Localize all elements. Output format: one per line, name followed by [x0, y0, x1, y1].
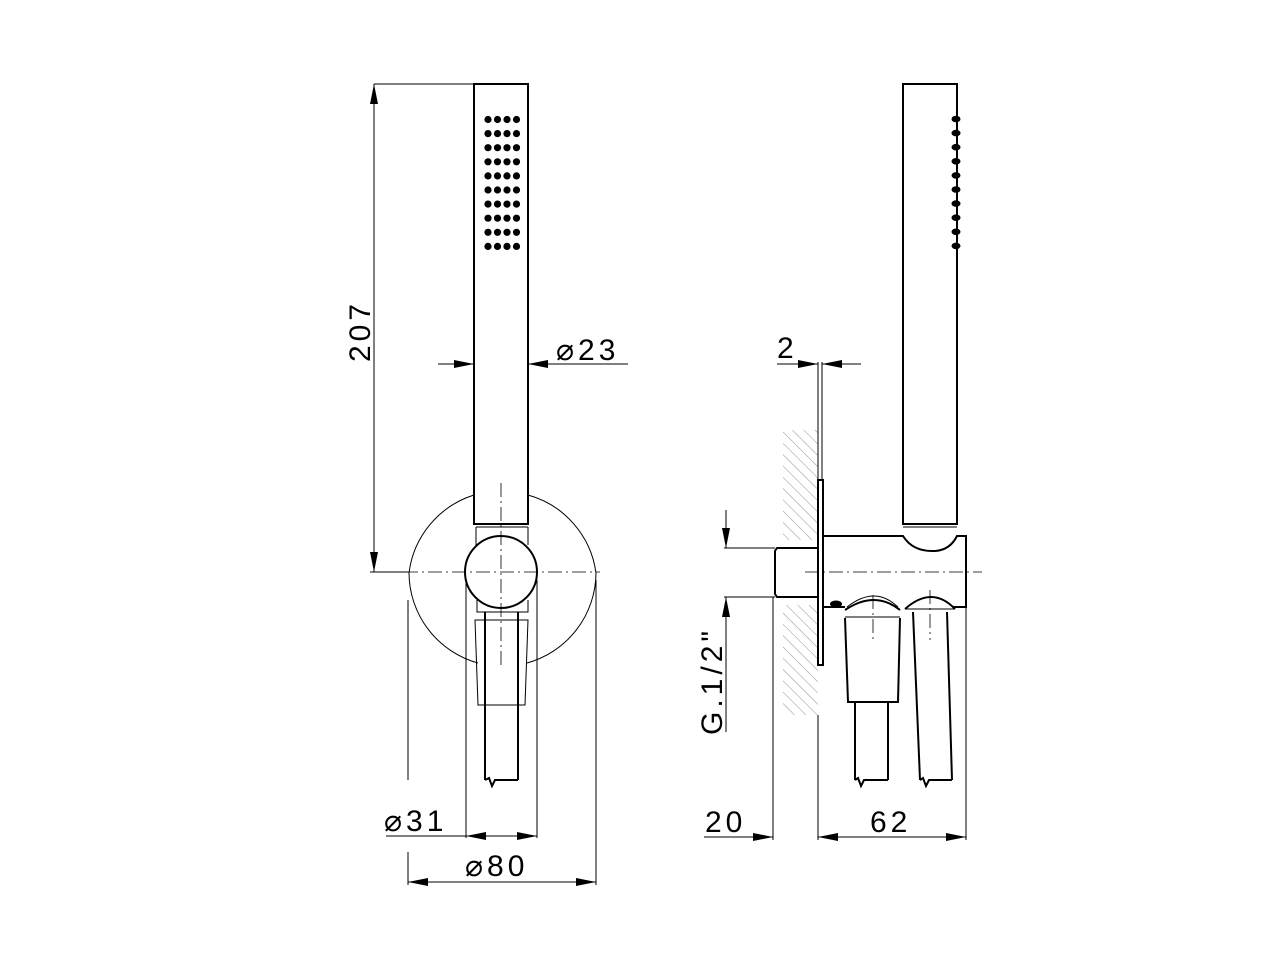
handset-body: [473, 83, 529, 525]
nozzle-icon: [493, 130, 502, 138]
nozzle-grid: [484, 115, 521, 250]
nozzle-icon: [493, 200, 502, 208]
dimension-label-20: 20: [705, 806, 746, 839]
nozzle-icon: [503, 158, 511, 166]
nozzle-icon: [493, 242, 502, 250]
front-view: 207 ⌀23 ⌀31 ⌀80: [344, 83, 628, 886]
nozzle-icon: [484, 158, 492, 166]
nozzle-icon: [493, 172, 502, 180]
nozzle-icon: [484, 242, 492, 250]
nozzle-icon: [503, 115, 511, 124]
side-nozzle-icon: [951, 158, 961, 165]
dimension-label-23: ⌀23: [556, 334, 619, 367]
nozzle-icon: [484, 186, 492, 194]
wall-hatch-lower: [783, 605, 818, 715]
nozzle-icon: [512, 186, 521, 194]
dimension-label-31: ⌀31: [384, 805, 447, 838]
nozzle-icon: [503, 228, 511, 236]
side-nozzle-column: [951, 115, 961, 250]
side-nozzle-icon: [951, 214, 961, 221]
nozzle-icon: [484, 115, 492, 124]
nozzle-icon: [503, 172, 511, 180]
nozzle-icon: [484, 228, 492, 236]
nozzle-icon: [484, 130, 492, 138]
side-nozzle-icon: [951, 172, 961, 179]
nozzle-icon: [512, 144, 521, 152]
nozzle-icon: [503, 186, 511, 194]
nozzle-icon: [493, 144, 502, 152]
wall-hatch-upper: [783, 430, 818, 540]
nozzle-icon: [484, 214, 492, 222]
side-nozzle-icon: [951, 242, 961, 250]
rosette-arc: [408, 494, 475, 574]
nozzle-icon: [484, 200, 492, 208]
dimension-label-80: ⌀80: [465, 850, 528, 883]
side-nozzle-icon: [951, 228, 961, 236]
dimension-label-62: 62: [870, 806, 911, 839]
screw-icon: [830, 600, 842, 608]
nozzle-icon: [512, 228, 521, 236]
side-nozzle-icon: [951, 129, 961, 137]
nozzle-icon: [503, 242, 511, 250]
thread-connector: [774, 547, 818, 598]
dimension-label-2: 2: [777, 332, 798, 365]
nozzle-icon: [493, 214, 502, 222]
nozzle-icon: [512, 200, 521, 208]
side-handset-body: [902, 83, 958, 525]
side-hose-connector: [844, 617, 901, 703]
dimension-label-207: 207: [344, 300, 377, 362]
hose-connector: [474, 619, 529, 706]
nozzle-icon: [512, 115, 521, 124]
nozzle-icon: [503, 130, 511, 138]
bracket-body: [823, 535, 967, 608]
dimension-label-thread: G.1/2": [696, 627, 729, 735]
nozzle-icon: [512, 172, 521, 180]
nozzle-icon: [493, 158, 502, 166]
side-nozzle-icon: [951, 115, 961, 123]
side-nozzle-icon: [951, 186, 961, 193]
hose-break: [484, 776, 518, 789]
nozzle-icon: [512, 130, 521, 138]
nozzle-icon: [493, 228, 502, 236]
nozzle-icon: [503, 214, 511, 222]
nozzle-icon: [493, 186, 502, 194]
nozzle-icon: [503, 200, 511, 208]
nozzle-icon: [484, 172, 492, 180]
nozzle-icon: [512, 214, 521, 222]
nozzle-icon: [512, 158, 521, 166]
rosette-plate: [817, 479, 824, 666]
nozzle-icon: [493, 115, 502, 124]
nozzle-icon: [512, 242, 521, 250]
side-nozzle-icon: [951, 200, 961, 207]
side-nozzle-icon: [951, 143, 961, 151]
nozzle-icon: [484, 144, 492, 152]
nozzle-icon: [503, 144, 511, 152]
side-view: 2 G.1/2" 20 62: [696, 83, 982, 841]
